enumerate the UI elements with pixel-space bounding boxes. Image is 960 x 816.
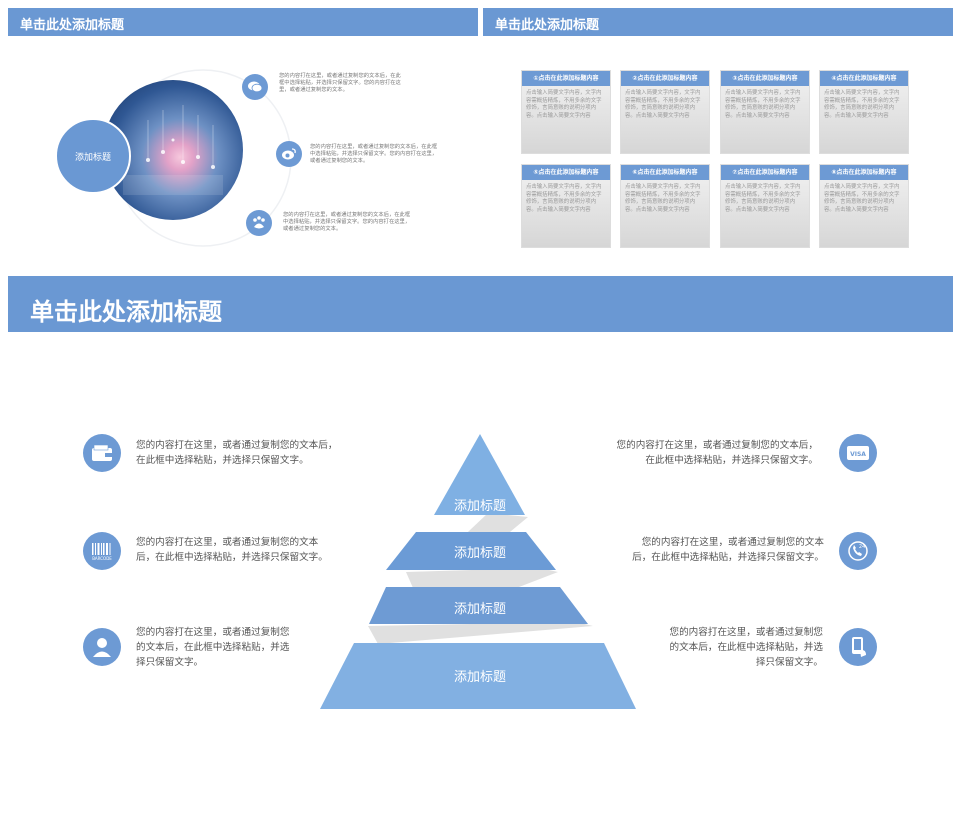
slide-3: 单击此处添加标题 添加标题 添加标题 添加标题 添加标题 您的内容打在这里，或者… xyxy=(8,276,953,808)
card-body: 点击输入简要文字内容，文字内容需概括精炼，不用多余的文字修饰，言简意赅的说明分项… xyxy=(625,90,701,119)
card-title: ①点击在此添加标题内容 xyxy=(522,71,610,86)
feature-text-right: 您的内容打在这里，或者通过复制您的文本后， 在此框中选择粘贴，并选择只保留文字。 xyxy=(616,440,818,466)
slide-3-title[interactable]: 单击此处添加标题 xyxy=(30,298,222,326)
info-card[interactable]: ③点击在此添加标题内容点击输入简要文字内容，文字内容需概括精炼，不用多余的文字修… xyxy=(720,70,810,154)
slide-1-title[interactable]: 单击此处添加标题 xyxy=(20,18,125,33)
chat-icon xyxy=(242,74,268,100)
user-icon xyxy=(83,628,121,666)
card-title: ④点击在此添加标题内容 xyxy=(820,71,908,86)
info-card[interactable]: ②点击在此添加标题内容点击输入简要文字内容，文字内容需概括精炼，不用多余的文字修… xyxy=(620,70,710,154)
pyramid-level-2 xyxy=(386,532,556,570)
pyramid-level-4 xyxy=(320,643,636,709)
barcode-caption: BARCODE xyxy=(92,556,112,561)
weibo-icon xyxy=(276,141,302,167)
info-card[interactable]: ⑥点击在此添加标题内容点击输入简要文字内容，文字内容需概括精炼，不用多余的文字修… xyxy=(620,164,710,248)
pyramid-label[interactable]: 添加标题 xyxy=(453,670,506,685)
card-title: ⑦点击在此添加标题内容 xyxy=(721,165,809,180)
pyramid-label[interactable]: 添加标题 xyxy=(453,499,506,514)
card-title: ⑧点击在此添加标题内容 xyxy=(820,165,908,180)
card-body: 点击输入简要文字内容，文字内容需概括精炼，不用多余的文字修饰，言简意赅的说明分项… xyxy=(526,184,602,213)
visa-text: VISA xyxy=(850,451,866,458)
feature-text-left: 您的内容打在这里，或者通过复制您的文本 后，在此框中选择粘贴，并选择只保留文字。 xyxy=(136,537,328,563)
feature-text-right: 您的内容打在这里，或者通过复制您 的文本后，在此框中选择粘贴，并选 择只保留文字… xyxy=(669,627,824,668)
slide-2-title-bar: 单击此处添加标题 xyxy=(483,8,953,36)
visa-card-icon: VISA xyxy=(839,434,877,472)
label-circle-text: 添加标题 xyxy=(74,152,111,163)
label-circle[interactable]: 添加标题 xyxy=(55,118,131,194)
phone-24-icon: 24 xyxy=(839,532,877,570)
card-title: ②点击在此添加标题内容 xyxy=(621,71,709,86)
pyramid-label[interactable]: 添加标题 xyxy=(453,546,506,561)
card-title: ⑥点击在此添加标题内容 xyxy=(621,165,709,180)
info-card[interactable]: ⑤点击在此添加标题内容点击输入简要文字内容，文字内容需概括精炼，不用多余的文字修… xyxy=(521,164,611,248)
barcode-icon: BARCODE xyxy=(83,532,121,570)
pyramid-level-3 xyxy=(369,587,588,624)
slide-1-item-text: 您的内容打在这里，或者通过复制您的文本后，在此框中选择粘贴，并选择只保留文字。您… xyxy=(310,144,438,165)
slide-1-title-bar: 单击此处添加标题 xyxy=(8,8,478,36)
feature-text-left: 您的内容打在这里，或者通过复制您 的文本后，在此框中选择粘贴，并选 择只保留文字… xyxy=(136,627,290,668)
slide-3-title-bar: 单击此处添加标题 xyxy=(8,276,953,332)
pyramid-diagram xyxy=(320,434,636,709)
info-card[interactable]: ⑧点击在此添加标题内容点击输入简要文字内容，文字内容需概括精炼，不用多余的文字修… xyxy=(819,164,909,248)
feature-text-left: 您的内容打在这里，或者通过复制您的文本后， 在此框中选择粘贴，并选择只保留文字。 xyxy=(136,440,338,466)
slide-1: 单击此处添加标题 添加标题 xyxy=(8,8,478,252)
card-body: 点击输入简要文字内容，文字内容需概括精炼，不用多余的文字修饰，言简意赅的说明分项… xyxy=(824,184,900,213)
info-card[interactable]: ④点击在此添加标题内容点击输入简要文字内容，文字内容需概括精炼，不用多余的文字修… xyxy=(819,70,909,154)
slide-2: 单击此处添加标题 ①点击在此添加标题内容点击输入简要文字内容，文字内容需概括精炼… xyxy=(483,8,953,252)
card-body: 点击输入简要文字内容，文字内容需概括精炼，不用多余的文字修饰，言简意赅的说明分项… xyxy=(526,90,602,119)
card-body: 点击输入简要文字内容，文字内容需概括精炼，不用多余的文字修饰，言简意赅的说明分项… xyxy=(625,184,701,213)
wallet-icon xyxy=(83,434,121,472)
slide-1-item-text: 您的内容打在这里，或者通过复制您的文本后，在此框中选择粘贴，并选择只保留文字。您… xyxy=(279,73,401,94)
info-card[interactable]: ①点击在此添加标题内容点击输入简要文字内容，文字内容需概括精炼，不用多余的文字修… xyxy=(521,70,611,154)
badge-24-text: 24 xyxy=(859,544,865,550)
pyramid-label[interactable]: 添加标题 xyxy=(453,602,506,617)
network-graphic xyxy=(123,105,223,195)
card-title: ⑤点击在此添加标题内容 xyxy=(522,165,610,180)
mobile-hand-icon xyxy=(839,628,877,666)
pyramid-level-1 xyxy=(434,434,525,515)
feature-text-right: 您的内容打在这里，或者通过复制您的文本 后，在此框中选择粘贴，并选择只保留文字。 xyxy=(632,537,824,563)
info-card[interactable]: ⑦点击在此添加标题内容点击输入简要文字内容，文字内容需概括精炼，不用多余的文字修… xyxy=(720,164,810,248)
card-body: 点击输入简要文字内容，文字内容需概括精炼，不用多余的文字修饰，言简意赅的说明分项… xyxy=(725,184,801,213)
slide-1-item-text: 您的内容打在这里，或者通过复制您的文本后，在此框中选择粘贴，并选择只保留文字。您… xyxy=(283,212,411,233)
card-body: 点击输入简要文字内容，文字内容需概括精炼，不用多余的文字修饰，言简意赅的说明分项… xyxy=(725,90,801,119)
card-title: ③点击在此添加标题内容 xyxy=(721,71,809,86)
card-body: 点击输入简要文字内容，文字内容需概括精炼，不用多余的文字修饰，言简意赅的说明分项… xyxy=(824,90,900,119)
baidu-paw-icon xyxy=(246,210,272,236)
slide-2-title[interactable]: 单击此处添加标题 xyxy=(495,18,600,33)
pyramid-shadow xyxy=(368,622,593,644)
